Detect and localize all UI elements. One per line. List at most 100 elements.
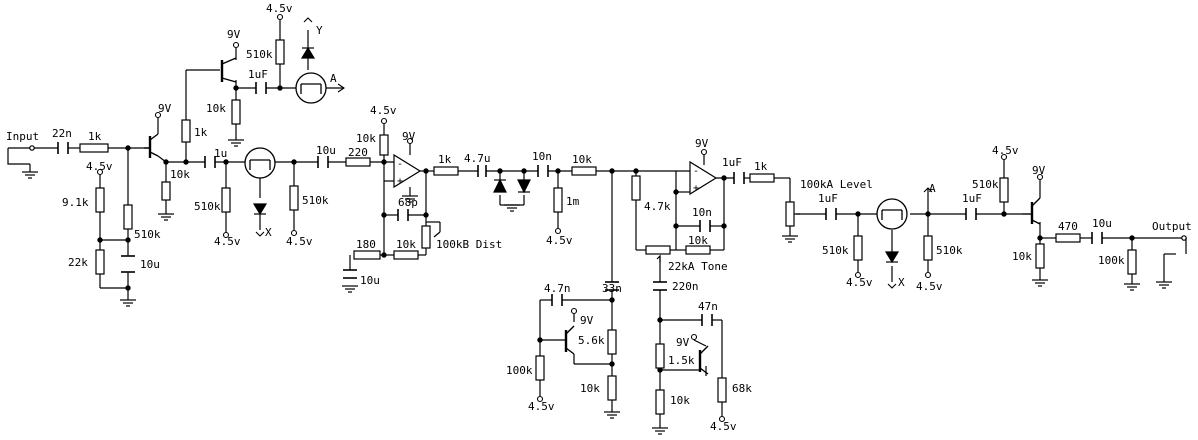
- label-r-100k-out: 100k: [1098, 254, 1125, 267]
- tone-pot: [645, 245, 671, 255]
- q4-transistor: [1022, 197, 1041, 225]
- label-r-47k: 4.7k: [644, 200, 671, 213]
- op-amp-1: [393, 153, 422, 189]
- label-led-x1: X: [265, 226, 272, 239]
- label-v9-op1: 9V: [402, 130, 416, 143]
- label-v9-q2: 9V: [580, 314, 594, 327]
- label-v45-i: 4.5v: [992, 144, 1019, 157]
- label-r-10k-top: 10k: [206, 102, 226, 115]
- junction-dots: [29, 85, 1187, 373]
- label-v45-a: 4.5v: [214, 235, 241, 248]
- label-r-470: 470: [1058, 220, 1078, 233]
- label-c-10n: 10n: [532, 150, 552, 163]
- label-input: Input: [6, 130, 39, 143]
- wiring: [7, 20, 1187, 428]
- label-r-10k-q2: 10k: [580, 382, 600, 395]
- label-r-10k-fb: 10k: [396, 238, 416, 251]
- label-r-510k-2: 510k: [302, 194, 329, 207]
- label-c-220n: 220n: [672, 280, 699, 293]
- label-jfet-a2: A: [929, 182, 936, 195]
- label-v45-bias: 4.5v: [86, 160, 113, 173]
- label-c-1uf-4: 1uF: [962, 192, 982, 205]
- label-c-68p: 68p: [398, 196, 418, 209]
- jfet-1: [244, 147, 276, 179]
- label-r-510k-4: 510k: [936, 244, 963, 257]
- label-r-1m: 1m: [566, 195, 580, 208]
- label-r-510k-3: 510k: [822, 244, 849, 257]
- label-v45-d: 4.5v: [546, 234, 573, 247]
- label-v45-c: 4.5v: [370, 104, 397, 117]
- capacitors: [57, 82, 1103, 326]
- label-r-10k-q3: 10k: [670, 394, 690, 407]
- diodes: [252, 46, 900, 264]
- label-v9-q1: 9V: [158, 102, 172, 115]
- label-pot-tone: 22kA Tone: [668, 260, 728, 273]
- label-c-1uf-top: 1uF: [248, 68, 268, 81]
- label-v9-q3: 9V: [676, 336, 690, 349]
- label-r-15k: 1.5k: [668, 354, 695, 367]
- label-r-91k: 9.1k: [62, 196, 89, 209]
- q1-transistor: [144, 133, 159, 158]
- label-r-510k-5: 510k: [972, 178, 999, 191]
- label-r-1k-3: 1k: [754, 160, 768, 173]
- level-pot: [785, 201, 795, 227]
- q3-transistor: [698, 345, 709, 375]
- label-v9-q4: 9V: [1032, 164, 1046, 177]
- q-top-transistor: [220, 57, 237, 83]
- transistors: [144, 57, 1041, 375]
- label-r-510k-bias: 510k: [134, 228, 161, 241]
- label-r-in: 1k: [88, 130, 102, 143]
- jfet-3: [876, 198, 908, 230]
- label-pot-dist: 100kB Dist: [436, 238, 502, 251]
- label-c-10u-2: 10u: [316, 144, 336, 157]
- label-c-1uf-2: 1uF: [722, 156, 742, 169]
- svg-text:+: +: [693, 183, 699, 194]
- label-r-10k-q1: 10k: [170, 168, 190, 181]
- jfets: [244, 72, 908, 230]
- label-r-100k-q2: 100k: [506, 364, 533, 377]
- supply-terminals: [96, 13, 1044, 423]
- label-r-510k-top: 510k: [246, 48, 273, 61]
- label-led-x2: X: [898, 276, 905, 289]
- label-v45-g: 4.5v: [846, 276, 873, 289]
- op-amps: - + - +: [393, 153, 718, 196]
- label-r-220: 220: [348, 146, 368, 159]
- label-c-10u-out: 10u: [1092, 217, 1112, 230]
- op-amp-2: [689, 160, 718, 196]
- label-r-510k-1: 510k: [194, 200, 221, 213]
- label-c-47n-1: 4.7n: [544, 282, 571, 295]
- resistors: [79, 39, 1137, 415]
- label-pot-level: 100kA Level: [800, 178, 873, 191]
- label-r-180: 180: [356, 238, 376, 251]
- label-c-47n-2: 47n: [698, 300, 718, 313]
- label-c-10u-gnd: 10u: [360, 274, 380, 287]
- label-v9-top: 9V: [227, 28, 241, 41]
- label-r-22k: 22k: [68, 256, 88, 269]
- svg-text:-: -: [693, 166, 699, 177]
- label-led-y: Y: [316, 24, 323, 37]
- label-r-1k-2: 1k: [438, 153, 452, 166]
- q2-transistor: [564, 325, 575, 355]
- label-c-33n: 33n: [602, 282, 622, 295]
- label-v9-op2: 9V: [695, 137, 709, 150]
- label-v45-b: 4.5v: [286, 235, 313, 248]
- label-c-1u-1: 1u: [214, 147, 227, 160]
- potentiometers: [421, 201, 800, 262]
- label-r-10k-4: 10k: [688, 234, 708, 247]
- label-v45-e: 4.5v: [528, 400, 555, 413]
- component-labels: Input Output 22n 1k 4.5v 9.1k 510k 22k 1…: [6, 2, 1192, 433]
- label-c-in: 22n: [52, 127, 72, 140]
- label-r-10k-out: 10k: [1012, 250, 1032, 263]
- label-r-10k-3: 10k: [572, 153, 592, 166]
- label-v45-h: 4.5v: [916, 280, 943, 293]
- label-c-47u: 4.7u: [464, 152, 491, 165]
- label-jfet-a: A: [330, 72, 337, 85]
- label-c-10n-2: 10n: [692, 206, 712, 219]
- signal-arrows: [255, 17, 933, 289]
- svg-text:-: -: [397, 159, 403, 170]
- label-r-56k: 5.6k: [578, 334, 605, 347]
- label-c-10u-bias: 10u: [140, 258, 160, 271]
- label-output: Output: [1152, 220, 1192, 233]
- ground-symbols: [22, 139, 1172, 435]
